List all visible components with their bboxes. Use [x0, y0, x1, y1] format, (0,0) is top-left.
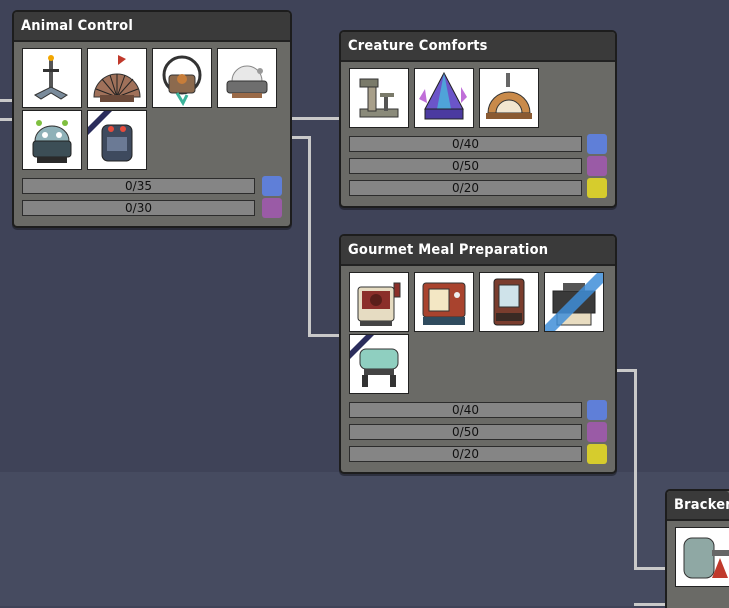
connector-wire: [283, 117, 341, 120]
card-title: Gourmet Meal Preparation: [341, 236, 615, 266]
research-yellow-icon: [587, 178, 607, 198]
progress-bar: 0/30: [22, 200, 255, 216]
research-purple-icon: [262, 198, 282, 218]
research-purple-icon: [587, 156, 607, 176]
perch-icon[interactable]: [22, 48, 82, 108]
progress-bar: 0/35: [22, 178, 255, 194]
research-blue-icon: [262, 176, 282, 196]
deep-fryer-icon[interactable]: [544, 272, 604, 332]
connector-wire: [634, 603, 667, 606]
crystal-tent-icon[interactable]: [414, 68, 474, 128]
requirement-row: 0/50: [349, 156, 609, 176]
progress-bar: 0/40: [349, 402, 582, 418]
shearing-station-icon[interactable]: [152, 48, 212, 108]
requirement-row: 0/35: [22, 176, 284, 196]
electric-grill-icon[interactable]: [349, 272, 409, 332]
progress-bar: 0/50: [349, 158, 582, 174]
progress-bar: 0/50: [349, 424, 582, 440]
connector-wire: [283, 136, 310, 139]
card-title: Animal Control: [14, 12, 290, 42]
requirement-row: 0/20: [349, 444, 609, 464]
cat-tree-icon[interactable]: [349, 68, 409, 128]
critter-lure-icon[interactable]: [87, 110, 147, 170]
connector-wire: [308, 136, 311, 337]
brackene-flow-icon[interactable]: [675, 527, 729, 587]
tech-card-brackene[interactable]: Brackene: [665, 489, 729, 608]
requirement-row: 0/50: [349, 422, 609, 442]
tech-card-animal-control[interactable]: Animal Control 0/35 0/30: [12, 10, 292, 228]
connector-wire: [634, 369, 637, 570]
tech-card-gourmet-meal-preparation[interactable]: Gourmet Meal Preparation 0/40 0/50 0/20: [339, 234, 617, 474]
connector-wire: [0, 118, 14, 121]
research-purple-icon: [587, 422, 607, 442]
card-title: Brackene: [667, 491, 729, 521]
gas-range-icon[interactable]: [414, 272, 474, 332]
tech-card-creature-comforts[interactable]: Creature Comforts 0/40 0/50 0/20: [339, 30, 617, 208]
connector-wire: [0, 99, 14, 102]
wooden-bed-icon[interactable]: [479, 68, 539, 128]
lower-background-band: [0, 472, 729, 606]
research-blue-icon: [587, 400, 607, 420]
connector-wire: [308, 334, 341, 337]
requirement-row: 0/40: [349, 134, 609, 154]
feeder-fan-icon[interactable]: [87, 48, 147, 108]
progress-bar: 0/20: [349, 446, 582, 462]
spice-grinder-icon[interactable]: [479, 272, 539, 332]
connector-wire: [609, 369, 636, 372]
requirement-row: 0/30: [22, 198, 284, 218]
progress-bar: 0/40: [349, 136, 582, 152]
critter-drop-off-icon[interactable]: [22, 110, 82, 170]
egg-incubator-icon[interactable]: [217, 48, 277, 108]
card-title: Creature Comforts: [341, 32, 615, 62]
food-dehydrator-icon[interactable]: [349, 334, 409, 394]
research-yellow-icon: [587, 444, 607, 464]
connector-wire: [634, 567, 667, 570]
research-blue-icon: [587, 134, 607, 154]
requirement-row: 0/40: [349, 400, 609, 420]
progress-bar: 0/20: [349, 180, 582, 196]
requirement-row: 0/20: [349, 178, 609, 198]
